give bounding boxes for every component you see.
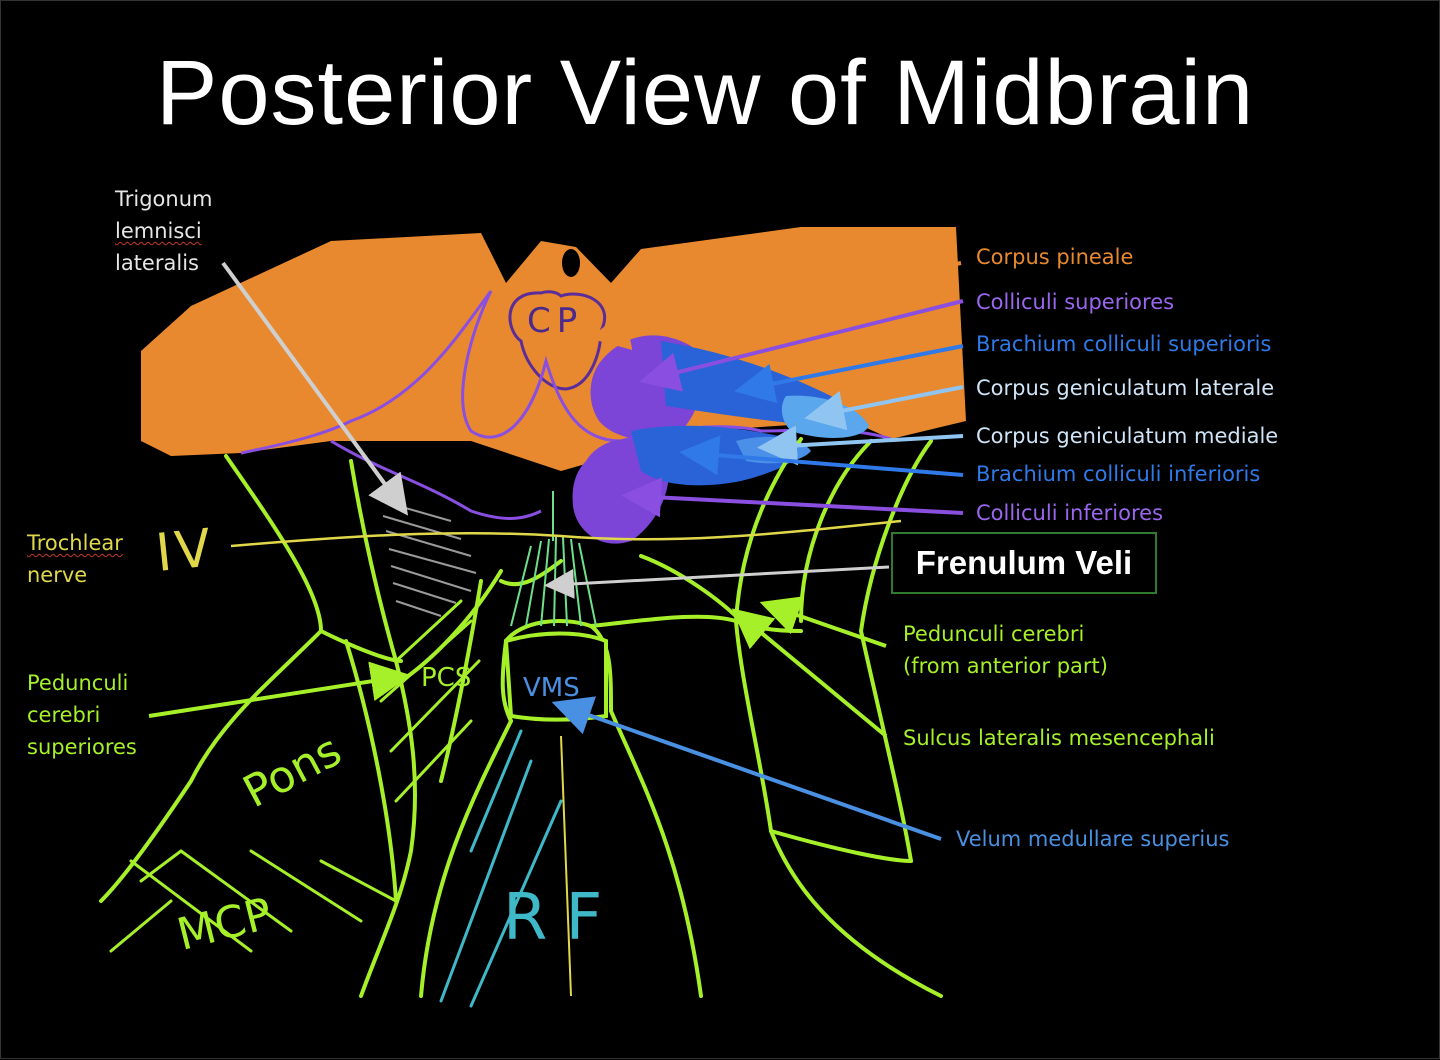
- label-trigonum-line-2: lemnisci: [115, 219, 202, 243]
- label-cg-mediale: Corpus geniculatum mediale: [976, 424, 1279, 448]
- colliculi-outline: [240, 290, 892, 455]
- label-pedunculi-ant-line-1: Pedunculi cerebri: [903, 622, 1085, 646]
- arrow-trigonum: [221, 261, 409, 516]
- arrow-colliculi-inf: [621, 477, 964, 518]
- label-velum: Velum medullare superius: [956, 827, 1230, 851]
- label-trochlear: Trochlear nerve: [27, 527, 123, 591]
- label-trigonum-line-1: Trigonum: [115, 187, 213, 211]
- label-trochlear-line-1: Trochlear: [27, 531, 123, 555]
- label-pedunculi-ant-line-2: (from anterior part): [903, 654, 1108, 678]
- label-pedunculi-sup-line-3: superiores: [27, 735, 137, 759]
- hand-iv: IV: [153, 518, 218, 584]
- arrow-cg-mediale: [757, 425, 964, 466]
- label-trochlear-line-2: nerve: [27, 563, 88, 587]
- arrow-brachium-inf: [679, 435, 964, 477]
- pons-hatching: [109, 599, 481, 953]
- trochlear-nerve-line: [230, 519, 902, 548]
- label-pedunculi-sup-line-1: Pedunculi: [27, 671, 129, 695]
- hand-pcs: PCS: [421, 663, 472, 693]
- trigonum-hatching: [380, 500, 477, 617]
- slide-title: Posterior View of Midbrain: [156, 42, 1255, 144]
- label-pedunculi-sup-line-2: cerebri: [27, 703, 101, 727]
- label-pedunculi-sup: Pedunculi cerebri superiores: [27, 667, 137, 763]
- label-cg-laterale: Corpus geniculatum laterale: [976, 376, 1275, 400]
- pineal-notch: [562, 249, 580, 277]
- label-sulcus: Sulcus lateralis mesencephali: [903, 726, 1215, 750]
- label-colliculi-sup: Colliculi superiores: [976, 290, 1175, 314]
- arrow-brachium-sup: [734, 344, 964, 404]
- hand-vms: VMS: [523, 673, 580, 703]
- hand-rf: RF: [503, 881, 621, 955]
- arrow-pedunculi-ant: [759, 596, 887, 648]
- label-pedunculi-ant: Pedunculi cerebri (from anterior part): [903, 618, 1108, 682]
- label-brachium-sup: Brachium colliculi superioris: [976, 332, 1272, 356]
- arrow-frenulum: [544, 565, 890, 599]
- label-frenulum-veli: Frenulum Veli: [891, 532, 1157, 594]
- arrow-corpus-pineale: [589, 261, 962, 351]
- arrow-colliculi-sup: [639, 299, 964, 392]
- reticular-lines: [439, 729, 563, 1008]
- label-brachium-inf: Brachium colliculi inferioris: [976, 462, 1261, 486]
- label-trigonum-line-3: lateralis: [115, 251, 199, 275]
- midline: [560, 735, 572, 997]
- label-colliculi-inf: Colliculi inferiores: [976, 501, 1164, 525]
- arrow-velum: [551, 696, 942, 841]
- hand-cp: CP: [527, 301, 584, 341]
- label-corpus-pineale: Corpus pineale: [976, 245, 1134, 269]
- arrow-pedunculi-sup: [148, 661, 411, 718]
- arrow-cg-laterale: [804, 385, 964, 431]
- arrow-sulcus: [731, 608, 888, 738]
- pineal-body-outline: [508, 290, 607, 391]
- label-trigonum: Trigonum lemnisci lateralis: [115, 183, 212, 279]
